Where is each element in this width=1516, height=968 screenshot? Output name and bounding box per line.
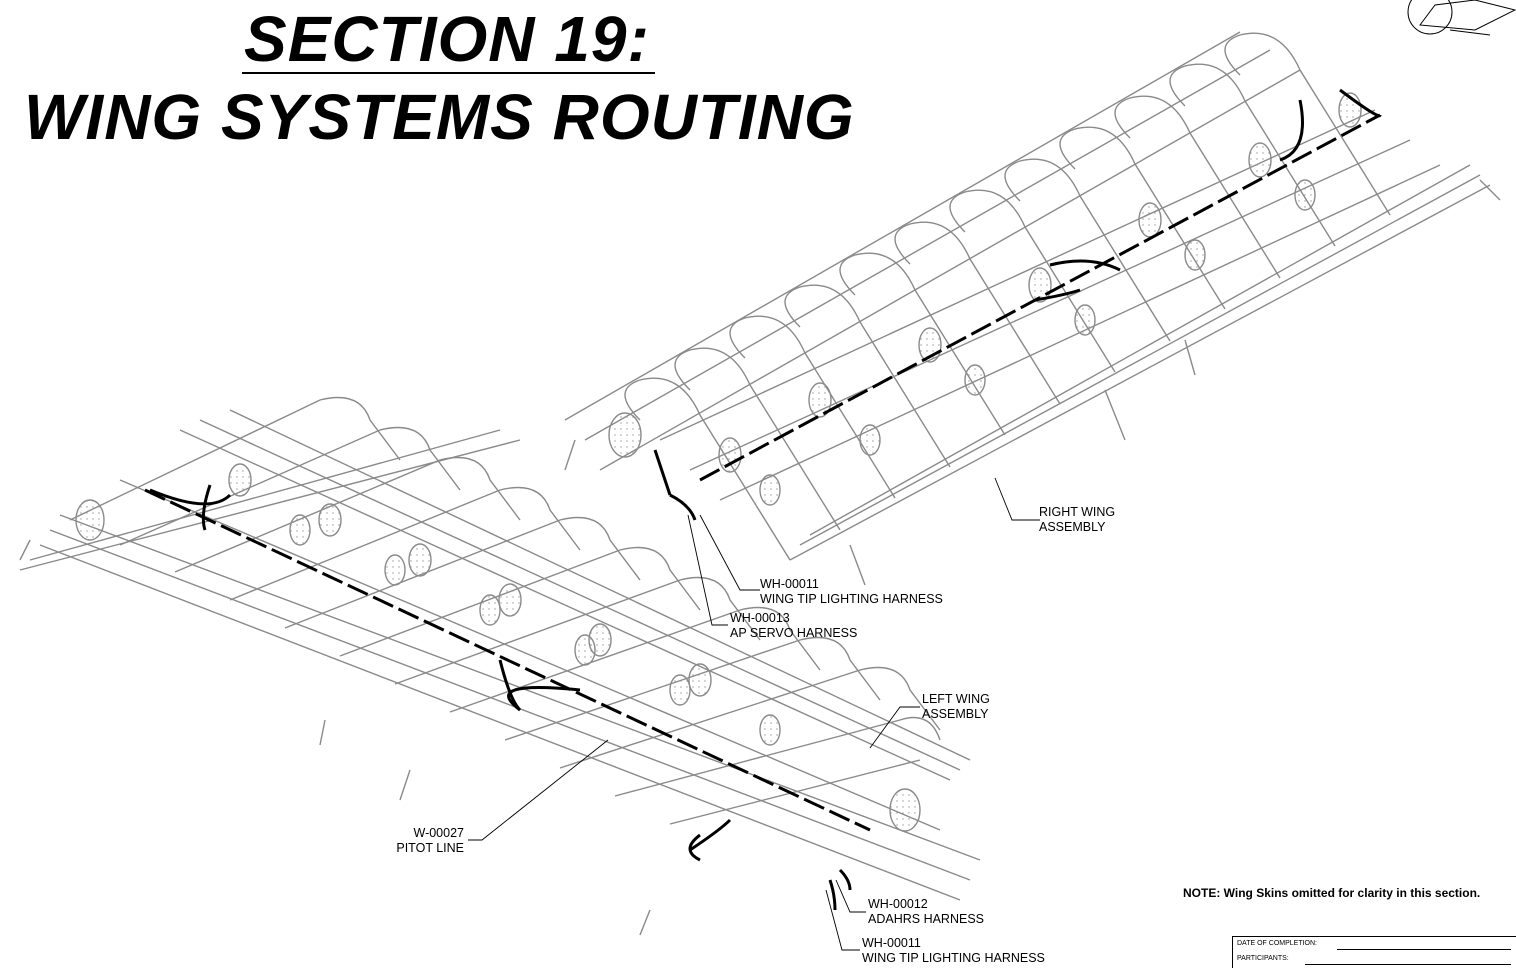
leader-lines xyxy=(468,477,1040,951)
aircraft-thumbnail-icon xyxy=(1407,0,1516,36)
participants-label: PARTICIPANTS: xyxy=(1237,955,1289,962)
section-number: SECTION 19: xyxy=(244,3,650,75)
right-wing-structure xyxy=(564,31,1501,586)
left-wing-harness xyxy=(144,484,871,911)
participants-line xyxy=(1305,964,1511,965)
signoff-block: DATE OF COMPLETION: PARTICIPANTS: xyxy=(1232,936,1516,968)
left-wing-structure xyxy=(19,396,981,936)
date-of-completion-line xyxy=(1337,949,1511,950)
date-of-completion-row[interactable]: DATE OF COMPLETION: xyxy=(1233,937,1516,952)
date-of-completion-label: DATE OF COMPLETION: xyxy=(1237,940,1317,947)
title-underline xyxy=(242,72,655,74)
participants-row[interactable]: PARTICIPANTS: xyxy=(1233,952,1516,967)
section-title: WING SYSTEMS ROUTING xyxy=(24,81,855,153)
right-wing-harness xyxy=(653,88,1382,521)
wing-skins-note: NOTE: Wing Skins omitted for clarity in … xyxy=(1183,886,1481,900)
